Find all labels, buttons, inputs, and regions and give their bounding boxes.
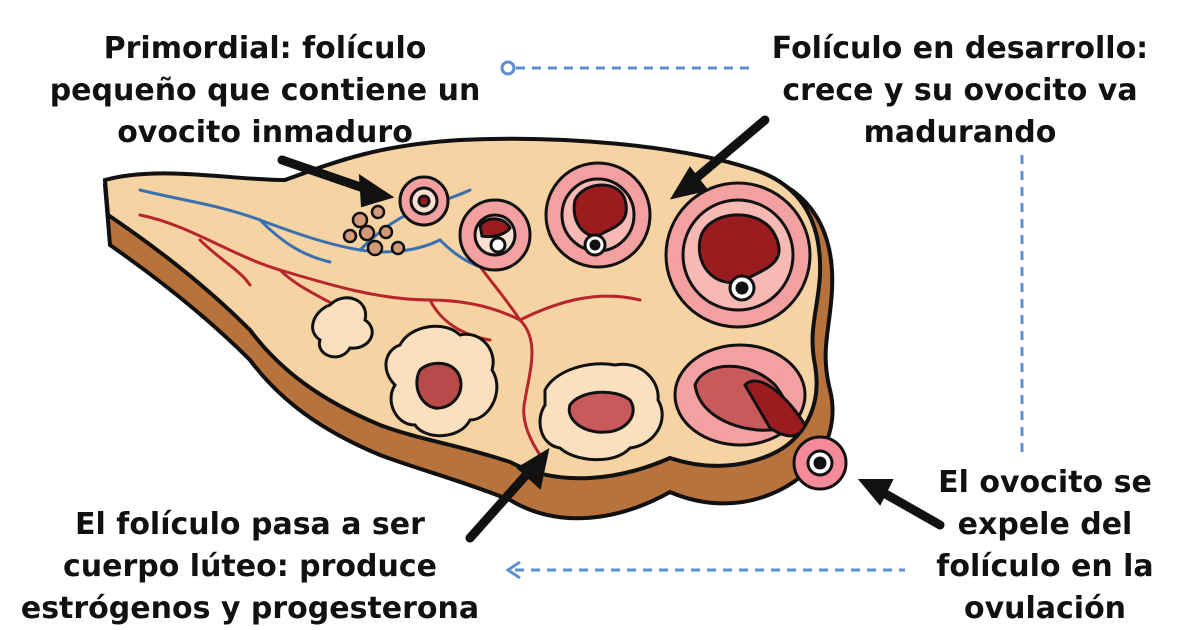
label-line: Folículo en desarrollo: — [771, 31, 1149, 66]
corpus-luteum-mature — [538, 362, 664, 462]
label-line: estrógenos y progesterona — [20, 591, 480, 626]
pointer-arrows — [277, 115, 945, 543]
expelled-oocyte — [792, 435, 848, 491]
small-follicle — [398, 175, 450, 227]
dashed-connectors — [515, 66, 1024, 572]
primordial-follicles — [342, 204, 406, 257]
label-line: cuerpo lúteo: produce — [62, 549, 438, 584]
label-developing-follicle: Folículo en desarrollo: crece y su ovoci… — [730, 28, 1190, 154]
label-line: El ovocito se — [938, 465, 1152, 500]
large-follicle — [664, 181, 812, 329]
corpus-luteum-large — [384, 324, 499, 438]
connector-start-dot — [500, 60, 516, 76]
label-line: expele del — [957, 507, 1133, 542]
label-line: Primordial: folículo — [103, 31, 427, 66]
label-line: madurando — [863, 115, 1057, 150]
label-corpus-luteum: El folículo pasa a ser cuerpo lúteo: pro… — [0, 504, 500, 630]
label-line: El folículo pasa a ser — [75, 507, 425, 542]
developing-follicle — [544, 161, 652, 269]
ovulating-follicle — [673, 343, 807, 447]
connector-arrowhead — [505, 560, 521, 580]
corpus-luteum-small — [311, 296, 374, 359]
secondary-follicle — [458, 198, 532, 272]
label-line: folículo en la — [936, 549, 1154, 584]
label-line: crece y su ovocito va — [782, 73, 1138, 108]
label-line: ovocito inmaduro — [117, 115, 413, 150]
label-ovulation: El ovocito se expele del folículo en la … — [905, 462, 1185, 630]
label-primordial: Primordial: folículo pequeño que contien… — [20, 28, 510, 154]
label-line: pequeño que contiene un — [49, 73, 481, 108]
label-line: ovulación — [963, 591, 1127, 626]
